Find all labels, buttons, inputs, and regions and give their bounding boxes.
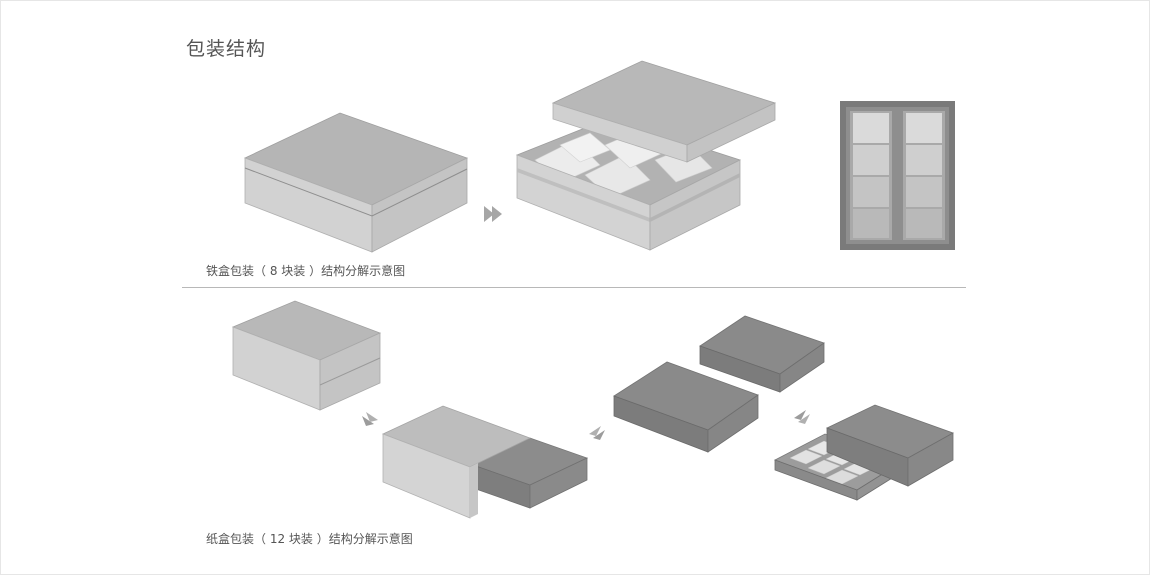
page-title: 包装结构 <box>186 38 267 60</box>
tin-box-closed <box>243 112 469 253</box>
section-divider <box>182 287 966 288</box>
paper-box-lid-large <box>613 361 759 453</box>
tin-box-caption: 铁盒包装（ 8 块装 ）结构分解示意图 <box>206 264 406 278</box>
tin-box-open <box>515 60 777 251</box>
paper-box-sleeve <box>381 405 589 519</box>
arrow-right-icon <box>484 206 502 222</box>
arrow-down-right-icon <box>362 412 378 426</box>
tin-box-top-view <box>840 101 955 250</box>
paper-box-closed <box>231 300 382 411</box>
arrow-down-left-icon <box>794 410 810 424</box>
paper-box-lid-small <box>699 315 825 393</box>
paper-box-caption: 纸盒包装（ 12 块装 ）结构分解示意图 <box>206 532 413 546</box>
arrow-up-left-icon <box>589 426 605 440</box>
paper-box-tray-open <box>774 404 954 501</box>
